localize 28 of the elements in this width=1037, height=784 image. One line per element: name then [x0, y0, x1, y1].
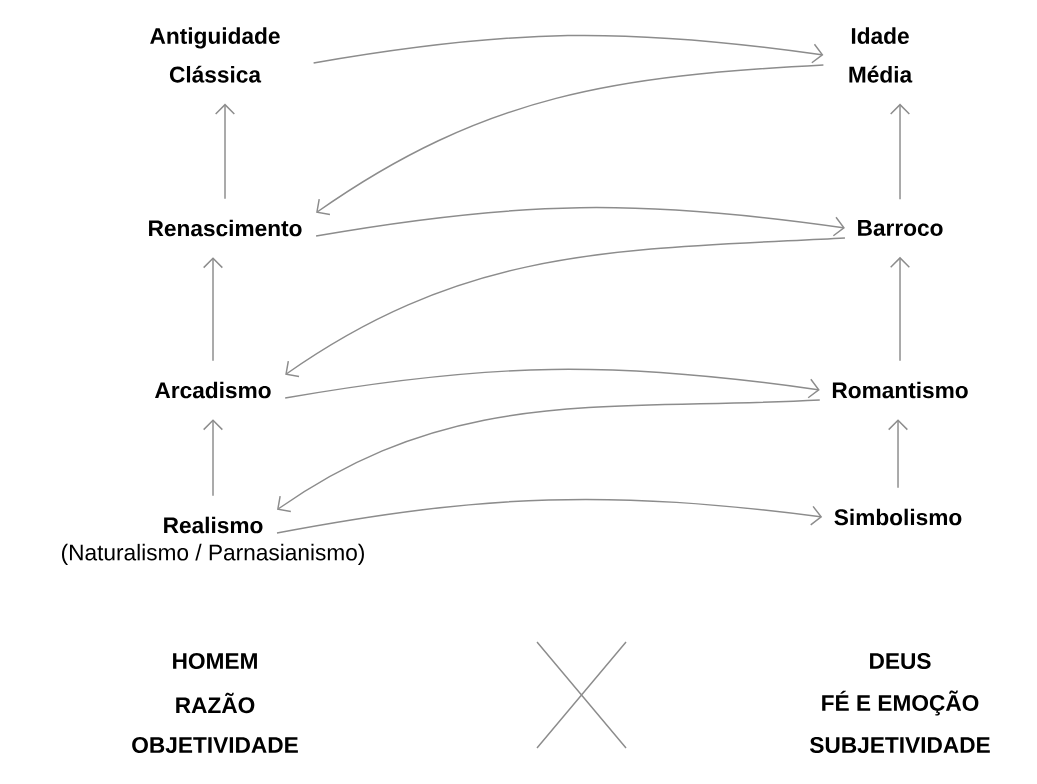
- arrow: [202, 419, 224, 497]
- arrow: [285, 237, 846, 378]
- arrow: [315, 206, 845, 237]
- arrow: [202, 257, 224, 362]
- concept-label: SUBJETIVIDADE: [810, 737, 990, 754]
- arrow: [889, 256, 911, 362]
- concept-label: OBJETIVIDADE: [132, 737, 298, 754]
- stage-label: Realismo: [164, 516, 263, 534]
- arrow: [316, 64, 825, 216]
- concept-label: FÉ E EMOÇÃO: [822, 690, 979, 716]
- stage-note: (Naturalismo / Parnasianismo): [62, 543, 364, 565]
- concept-label: DEUS: [870, 653, 931, 670]
- stage-label: Simbolismo: [834, 508, 962, 526]
- arrow: [276, 498, 823, 534]
- arrow: [214, 103, 236, 200]
- stage-label: Romantismo: [832, 381, 968, 399]
- stage-label: Renascimento: [149, 219, 302, 237]
- stage-label: Arcadismo: [155, 381, 271, 399]
- arrow: [277, 399, 821, 513]
- stage-label: Idade Média: [849, 27, 913, 83]
- stage-label: Antiguidade Clássica: [150, 27, 280, 83]
- arrow: [284, 368, 820, 399]
- stage-label: Barroco: [858, 220, 943, 236]
- concept-label: RAZÃO: [176, 692, 255, 714]
- arrow: [889, 103, 911, 200]
- arrow: [887, 419, 909, 489]
- arrow: [312, 34, 824, 64]
- concept-label: HOMEM: [173, 653, 257, 670]
